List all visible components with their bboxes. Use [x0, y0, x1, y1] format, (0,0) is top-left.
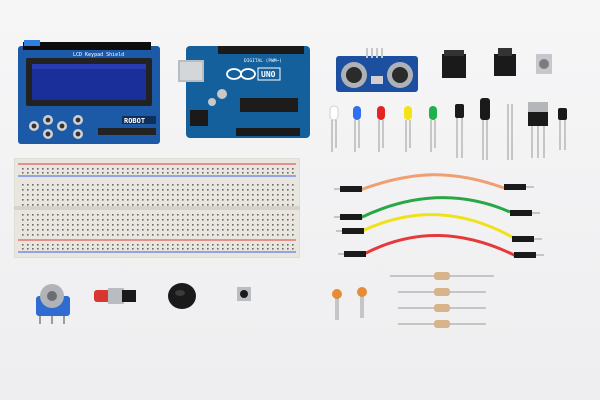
components-row	[329, 98, 567, 160]
led-icon	[329, 105, 437, 152]
voltage-regulator-icon	[528, 102, 548, 158]
mcu-chip	[240, 98, 298, 112]
potentiometer-icon	[36, 284, 70, 324]
keypad-buttons	[29, 115, 83, 139]
arduino-logo	[226, 68, 256, 80]
jumper-wire	[334, 173, 534, 192]
ultrasonic-sensor	[336, 48, 418, 92]
resistor-icon	[390, 272, 494, 280]
jumper-wire	[334, 196, 540, 220]
transistor-icon	[455, 104, 464, 158]
capacitor-icon	[480, 98, 490, 160]
uno-board-label: DIGITAL (PWM~)	[244, 58, 282, 64]
lcd-header-text: LCD Keypad Shield	[73, 52, 124, 58]
stereo-jack-icon	[536, 54, 552, 74]
resistors	[390, 272, 494, 328]
tactile-switch-icon	[237, 287, 251, 301]
brand-text: ROBOT	[124, 117, 145, 125]
lcd-keypad-shield: LCD Keypad Shield ROBOT	[18, 40, 160, 144]
breadboard-holes	[22, 168, 294, 250]
jumper-wire	[338, 234, 544, 258]
power-jack-icon	[190, 110, 208, 126]
jumper-wire	[336, 213, 542, 242]
resistor-icon	[398, 288, 486, 296]
jack-connectors	[442, 48, 552, 78]
uno-logo-text: UNO	[261, 70, 276, 79]
resistor-icon	[398, 304, 486, 312]
button-icon	[94, 288, 136, 304]
sensor-icon	[558, 108, 567, 150]
breadboard	[14, 158, 300, 258]
jumper-wires	[334, 173, 544, 258]
diode-icon	[507, 104, 513, 160]
lcd-display-icon	[32, 64, 146, 100]
arduino-uno-board: DIGITAL (PWM~) UNO	[178, 46, 310, 138]
buzzer-icon	[168, 283, 196, 309]
resistor-icon	[398, 320, 486, 328]
ceramic-capacitors	[332, 287, 367, 320]
